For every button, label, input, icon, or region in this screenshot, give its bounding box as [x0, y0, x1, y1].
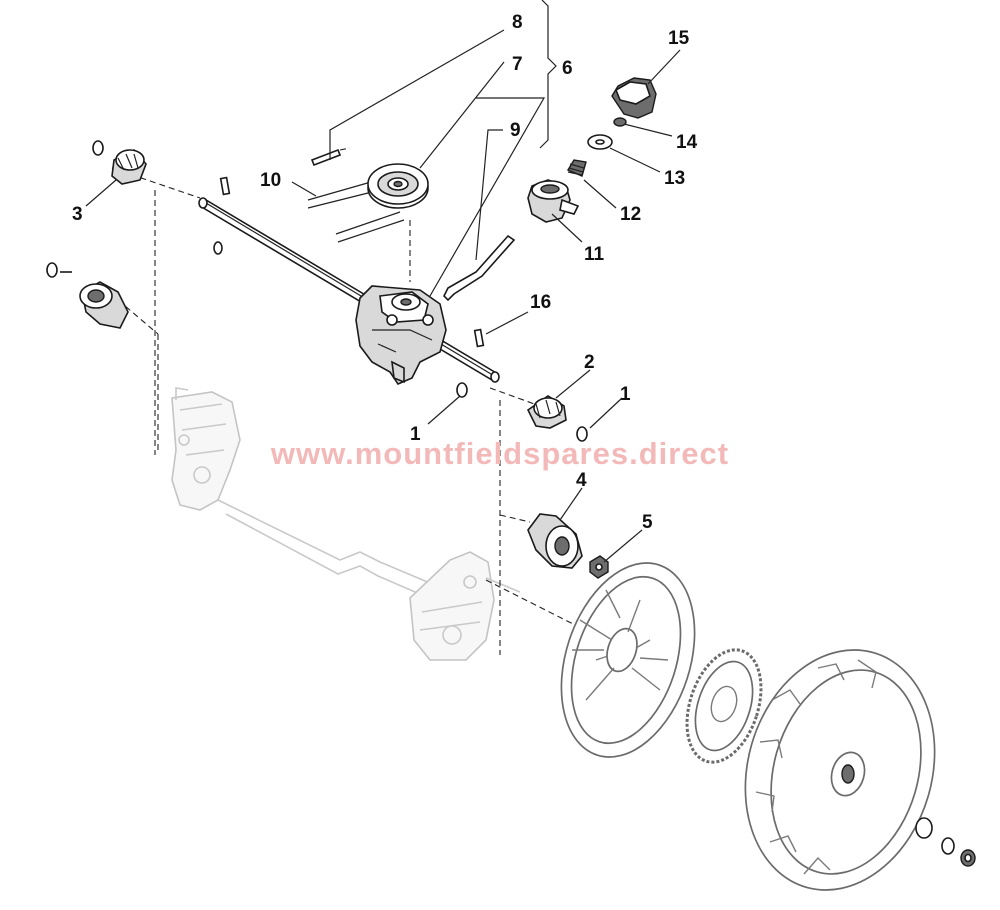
right-bearing-parts	[456, 382, 588, 442]
callout-15: 15	[668, 28, 690, 49]
gearbox	[355, 285, 447, 385]
callout-12: 12	[620, 204, 641, 225]
callout-1-right: 1	[620, 384, 631, 405]
wheel-hub-cover	[560, 562, 696, 758]
callout-9: 9	[510, 120, 521, 141]
roll-pins	[213, 176, 485, 348]
deck-bracket-ghost	[171, 387, 521, 661]
pin-8	[310, 148, 342, 167]
cable-rod-9	[443, 234, 516, 302]
callout-11: 11	[584, 244, 605, 265]
callout-7: 7	[512, 54, 523, 75]
height-knob-assembly	[527, 77, 657, 223]
rear-wheel	[744, 649, 976, 891]
callout-3: 3	[72, 204, 83, 225]
callout-13: 13	[664, 168, 685, 189]
wheel-gear-ring	[685, 648, 763, 764]
callout-numbers: 8 7 6 9 15 14 13 12 11 10 3 16 2 1 1 4 5	[72, 12, 698, 533]
callout-5: 5	[642, 512, 653, 533]
callout-14: 14	[676, 132, 698, 153]
callout-8: 8	[512, 12, 523, 33]
group-bracket-6	[539, 0, 557, 149]
leader-lines	[85, 29, 681, 563]
callout-4: 4	[576, 470, 587, 491]
watermark: www.mountfieldspares.direct	[270, 436, 729, 471]
callout-6: 6	[562, 58, 573, 79]
wheel-cup-and-nut	[527, 513, 609, 579]
left-bearing-parts	[46, 140, 147, 329]
callout-2: 2	[584, 352, 595, 373]
callout-10: 10	[260, 170, 281, 191]
callout-16: 16	[530, 292, 551, 313]
callout-1-left: 1	[410, 424, 421, 445]
drive-pulley-and-belt	[307, 163, 429, 243]
